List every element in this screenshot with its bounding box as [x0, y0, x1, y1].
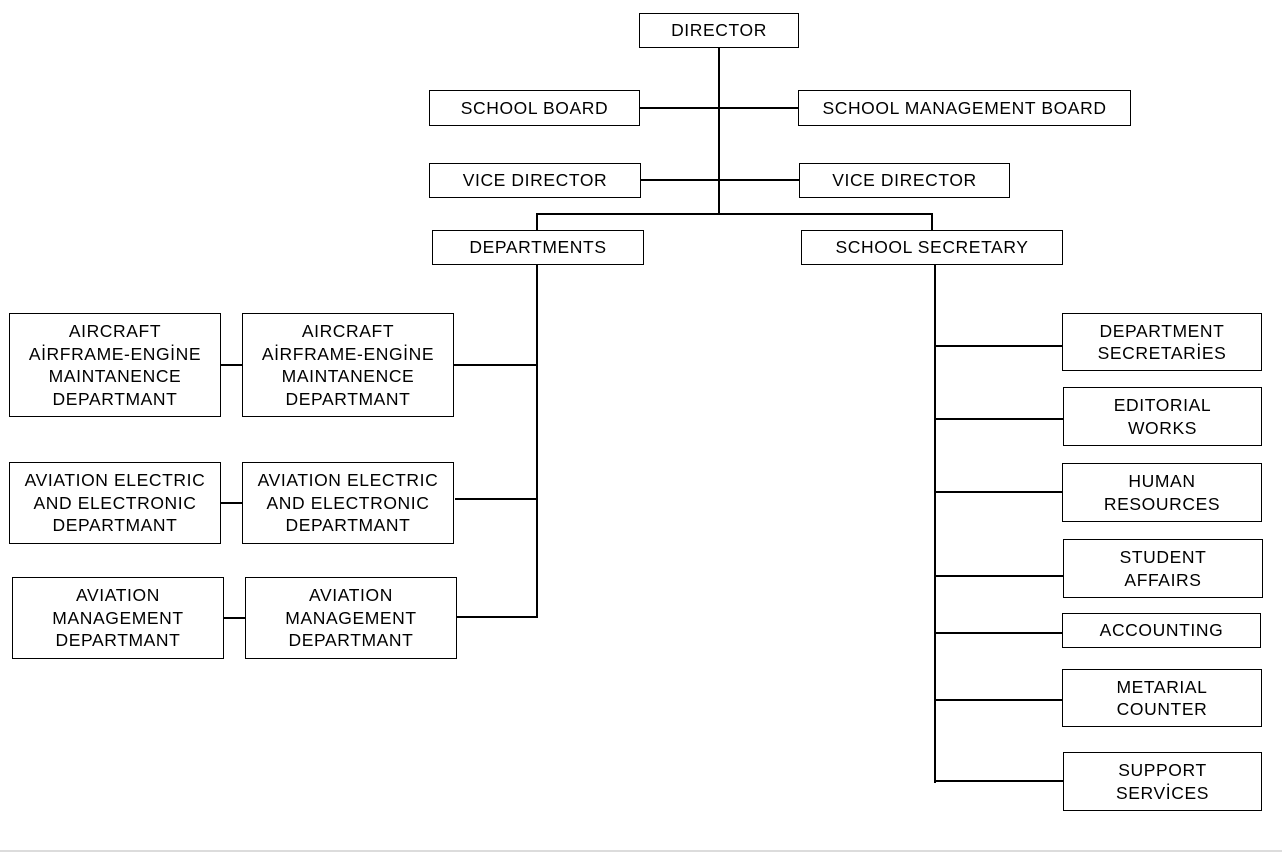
- unit6-branch-line: [935, 699, 1063, 701]
- vice-director-left-label: VICE DIRECTOR: [462, 170, 608, 191]
- departments-box: DEPARTMENTS: [432, 230, 644, 265]
- dept-row2-right-label: AVIATION ELECTRIC AND ELECTRONIC DEPARTM…: [257, 470, 439, 536]
- unit3-branch-line: [935, 491, 1063, 493]
- dept-row3-left-label: AVIATION MANAGEMENT DEPARTMANT: [52, 585, 184, 651]
- dept-row2-pair-line: [220, 502, 243, 504]
- vice-director-left-box: VICE DIRECTOR: [429, 163, 641, 198]
- dept-row1-right-box: AIRCRAFT AİRFRAME-ENGİNE MAINTANENCE DEP…: [242, 313, 454, 417]
- dept-row2-branch-line: [455, 498, 537, 500]
- dept-row1-left-box: AIRCRAFT AİRFRAME-ENGİNE MAINTANENCE DEP…: [9, 313, 221, 417]
- secretary-vertical-line: [934, 264, 936, 783]
- dept-row3-right-box: AVIATION MANAGEMENT DEPARTMANT: [245, 577, 457, 659]
- dept-row1-pair-line: [220, 364, 243, 366]
- unit-department-secretaries-box: DEPARTMENT SECRETARİES: [1062, 313, 1262, 371]
- dept-row3-pair-line: [223, 617, 246, 619]
- unit1-branch-line: [935, 345, 1063, 347]
- unit-label: SUPPORT SERVİCES: [1116, 760, 1209, 803]
- school-secretary-label: SCHOOL SECRETARY: [835, 237, 1029, 258]
- bottom-divider: [0, 850, 1282, 852]
- vice-director-right-label: VICE DIRECTOR: [832, 170, 977, 191]
- dept-row1-right-label: AIRCRAFT AİRFRAME-ENGİNE MAINTANENCE DEP…: [261, 321, 435, 409]
- unit-support-services-box: SUPPORT SERVİCES: [1063, 752, 1262, 811]
- boards-connector-line: [639, 107, 798, 109]
- director-label: DIRECTOR: [671, 20, 767, 41]
- unit-label: DEPARTMENT SECRETARİES: [1097, 320, 1227, 364]
- unit-human-resources-box: HUMAN RESOURCES: [1062, 463, 1262, 522]
- departments-drop-line: [536, 213, 538, 231]
- school-management-board-label: SCHOOL MANAGEMENT BOARD: [822, 97, 1107, 118]
- secretary-drop-line: [931, 213, 933, 231]
- unit-student-affairs-box: STUDENT AFFAIRS: [1063, 539, 1263, 598]
- dept-row2-left-label: AVIATION ELECTRIC AND ELECTRONIC DEPARTM…: [24, 470, 206, 536]
- school-management-board-box: SCHOOL MANAGEMENT BOARD: [798, 90, 1131, 126]
- unit-material-counter-box: METARIAL COUNTER: [1062, 669, 1262, 727]
- dept-row3-branch-line: [456, 616, 537, 618]
- director-box: DIRECTOR: [639, 13, 799, 48]
- unit-label: METARIAL COUNTER: [1116, 676, 1208, 720]
- director-trunk-line: [718, 47, 720, 214]
- dept-row1-left-label: AIRCRAFT AİRFRAME-ENGİNE MAINTANENCE DEP…: [28, 321, 202, 409]
- school-board-label: SCHOOL BOARD: [460, 97, 609, 118]
- unit5-branch-line: [935, 632, 1063, 634]
- unit-label: HUMAN RESOURCES: [1103, 471, 1221, 514]
- unit-label: STUDENT AFFAIRS: [1119, 547, 1207, 590]
- unit-accounting-box: ACCOUNTING: [1062, 613, 1261, 648]
- unit-label: EDITORIAL WORKS: [1113, 395, 1212, 438]
- vice-directors-connector-line: [640, 179, 799, 181]
- departments-vertical-line: [536, 264, 538, 618]
- school-board-box: SCHOOL BOARD: [429, 90, 640, 126]
- dept-row3-right-label: AVIATION MANAGEMENT DEPARTMANT: [285, 585, 417, 651]
- departments-label: DEPARTMENTS: [469, 237, 607, 258]
- unit2-branch-line: [935, 418, 1064, 420]
- school-secretary-box: SCHOOL SECRETARY: [801, 230, 1063, 265]
- dept-row1-branch-line: [453, 364, 537, 366]
- dept-row2-left-box: AVIATION ELECTRIC AND ELECTRONIC DEPARTM…: [9, 462, 221, 544]
- dept-row3-left-box: AVIATION MANAGEMENT DEPARTMANT: [12, 577, 224, 659]
- vice-director-right-box: VICE DIRECTOR: [799, 163, 1010, 198]
- unit4-branch-line: [935, 575, 1064, 577]
- unit7-branch-line: [935, 780, 1064, 782]
- unit-label: ACCOUNTING: [1099, 620, 1224, 641]
- dept-row2-right-box: AVIATION ELECTRIC AND ELECTRONIC DEPARTM…: [242, 462, 454, 544]
- unit-editorial-works-box: EDITORIAL WORKS: [1063, 387, 1262, 446]
- branch-split-line: [536, 213, 933, 215]
